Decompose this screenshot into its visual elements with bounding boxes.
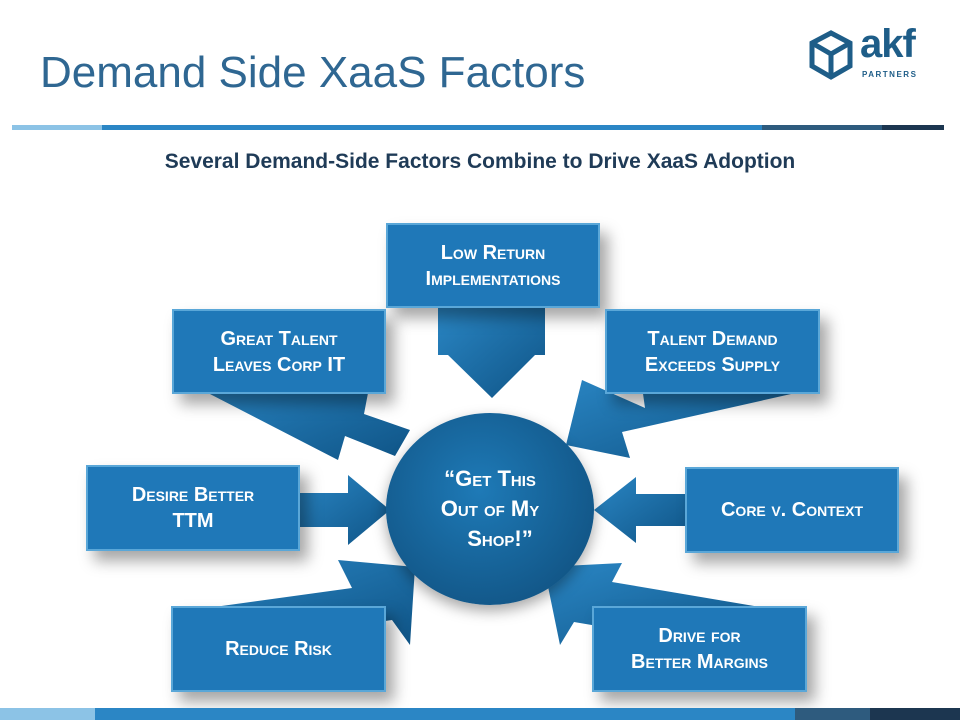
factor-label-line: TTM xyxy=(172,510,214,532)
cube-icon xyxy=(809,30,853,80)
footer-bar xyxy=(0,708,960,720)
factor-label-line: Great Talent xyxy=(220,327,338,350)
factor-talent-demand-exceeds-supply: Talent Demand Exceeds Supply xyxy=(605,309,820,394)
factor-core-v-context: Core v. Context xyxy=(685,467,899,553)
arrow-core-context xyxy=(594,477,688,543)
factor-label-line: Exceeds Supply xyxy=(644,353,781,376)
factor-label-line: Low Return xyxy=(440,241,546,264)
factor-label-line: Core v. Context xyxy=(720,499,863,521)
hub-circle: “Get This Out of My Shop!” xyxy=(386,413,594,605)
factor-label-line: Desire Better xyxy=(131,484,255,506)
hub-label-line: “Get This xyxy=(444,466,536,492)
factor-label-line: Better Margins xyxy=(631,651,768,673)
arrow-low-return xyxy=(438,306,545,398)
title-divider xyxy=(12,125,944,130)
slide-subtitle: Several Demand-Side Factors Combine to D… xyxy=(164,150,796,173)
factor-label-line: Reduce Risk xyxy=(225,638,332,660)
factor-label-line: Drive for xyxy=(658,625,741,647)
factor-drive-better-margins: Drive for Better Margins xyxy=(592,606,807,692)
arrow-great-talent xyxy=(208,372,410,460)
factor-label-line: Talent Demand xyxy=(647,327,778,350)
logo-wordmark: akf xyxy=(860,22,916,66)
factor-low-return-implementations: Low Return Implementations xyxy=(386,223,600,308)
hub-label-line: Out of My xyxy=(440,496,540,522)
factor-reduce-risk: Reduce Risk xyxy=(171,606,386,692)
arrow-desire-ttm xyxy=(296,475,390,545)
slide-title: Demand Side XaaS Factors xyxy=(40,48,586,97)
logo-tagline: PARTNERS xyxy=(862,70,918,79)
factor-label-line: Implementations xyxy=(425,267,561,290)
akf-partners-logo: akf PARTNERS xyxy=(808,22,938,82)
factor-great-talent-leaves: Great Talent Leaves Corp IT xyxy=(172,309,386,394)
hub-label-line: Shop!” xyxy=(467,525,533,551)
factor-label-line: Leaves Corp IT xyxy=(212,353,346,376)
factor-desire-better-ttm: Desire Better TTM xyxy=(86,465,300,551)
